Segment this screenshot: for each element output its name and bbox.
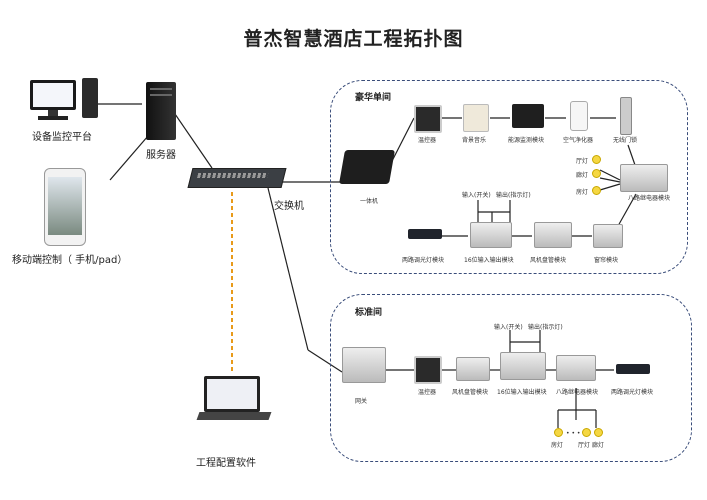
- deluxe-bulb-3: [592, 186, 601, 195]
- standard-dimmer-label: 两路调光灯模块: [611, 389, 654, 396]
- energy-label: 能源监测模块: [508, 137, 545, 144]
- monitor-pc: [30, 78, 100, 124]
- server-icon: [146, 82, 176, 140]
- standard-bulb-2: [582, 428, 591, 437]
- purifier-label: 空气净化器: [563, 137, 594, 144]
- standard-room-title: 标准间: [355, 308, 383, 318]
- standard-relay8-label: 八路继电器模块: [556, 389, 599, 396]
- network-switch: [187, 168, 287, 188]
- deluxe-output-label: 输出(指示灯): [496, 192, 531, 199]
- deluxe-dimmer-module: [408, 229, 442, 239]
- laptop-icon: [196, 376, 272, 438]
- deluxe-io16-label: 16位输入输出模块: [464, 257, 514, 264]
- deluxe-io16-module: [470, 222, 512, 248]
- standard-input-label: 输入(开关): [494, 324, 523, 331]
- deluxe-fancoil-module: [534, 222, 572, 248]
- all-in-one-label: 一体机: [360, 198, 379, 205]
- mobile-phone: [44, 168, 86, 246]
- deluxe-input-label: 输入(开关): [462, 192, 491, 199]
- music-panel: [463, 104, 489, 132]
- curtain-label: 窗帘模块: [594, 257, 619, 264]
- standard-relay8-module: [556, 355, 596, 381]
- deluxe-relay8-module: [620, 164, 668, 192]
- gateway-module: [342, 347, 386, 383]
- standard-thermostat: [414, 356, 442, 384]
- monitor-label: 设备监控平台: [32, 132, 92, 143]
- deluxe-thermostat-label: 温控器: [418, 137, 437, 144]
- standard-dimmer-module: [616, 364, 650, 374]
- standard-bulb-1: [554, 428, 563, 437]
- deluxe-room-title: 豪华单间: [355, 93, 392, 103]
- standard-fancoil-label: 风机盘管模块: [452, 389, 489, 396]
- deluxe-dimmer-label: 两路调光灯模块: [402, 257, 445, 264]
- all-in-one-box: [339, 150, 395, 184]
- deluxe-thermostat: [414, 105, 442, 133]
- energy-module: [512, 104, 544, 128]
- curtain-module: [593, 224, 623, 248]
- switch-label: 交换机: [274, 201, 304, 212]
- standard-output-label: 输出(指示灯): [528, 324, 563, 331]
- deluxe-fancoil-label: 风机盘管模块: [530, 257, 567, 264]
- standard-room-zone: [330, 294, 692, 462]
- standard-io16-module: [500, 352, 546, 380]
- door-lock-icon: [620, 97, 632, 135]
- deluxe-lamp-2-label: 廊灯: [576, 172, 589, 179]
- standard-bulb-3: [594, 428, 603, 437]
- server-label: 服务器: [146, 150, 176, 161]
- mobile-label: 移动端控制（ 手机/pad）: [12, 255, 128, 266]
- purifier-icon: [570, 101, 588, 131]
- standard-lamp-1-label: 房灯: [551, 442, 564, 449]
- page-title: 普杰智慧酒店工程拓扑图: [243, 28, 464, 50]
- config-label: 工程配置软件: [196, 458, 256, 469]
- gateway-label: 网关: [355, 398, 368, 405]
- deluxe-lamp-3-label: 房灯: [576, 189, 589, 196]
- standard-lamp-2-label: 厅灯: [578, 442, 591, 449]
- deluxe-bulb-1: [592, 155, 601, 164]
- deluxe-bulb-2: [592, 169, 601, 178]
- standard-fancoil-module: [456, 357, 490, 381]
- standard-lamp-dots: • • •: [566, 430, 581, 437]
- deluxe-relay8-label: 八路继电器模块: [628, 195, 671, 202]
- deluxe-room-zone: [330, 80, 688, 274]
- door-lock-label: 无线门锁: [613, 137, 638, 144]
- deluxe-lamp-1-label: 厅灯: [576, 158, 589, 165]
- music-label: 背景音乐: [462, 137, 487, 144]
- standard-thermostat-label: 温控器: [418, 389, 437, 396]
- standard-io16-label: 16位输入输出模块: [497, 389, 547, 396]
- standard-lamp-3-label: 廊灯: [592, 442, 605, 449]
